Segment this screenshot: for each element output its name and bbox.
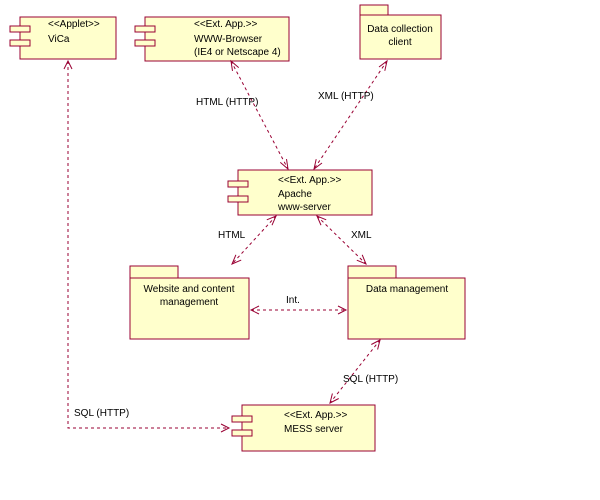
arrowhead-data-end-2	[371, 339, 381, 350]
component-apache-body	[237, 169, 373, 216]
component-mess[interactable]: <<Ext. App.>> MESS server	[231, 404, 376, 452]
connector-website-data-label: Int.	[286, 295, 300, 306]
component-vica[interactable]: <<Applet>> ViCa	[9, 16, 117, 60]
connector-data-mess-line	[329, 339, 381, 404]
arrowhead-website-side	[249, 305, 260, 315]
component-browser[interactable]: <<Ext. App.>> WWW-Browser (IE4 or Netsca…	[134, 16, 290, 62]
package-website-tab	[129, 265, 179, 279]
package-data-management-tab	[347, 265, 397, 279]
arrowhead-data-side	[337, 305, 348, 315]
component-browser-port-bottom	[134, 39, 156, 47]
component-browser-name: WWW-Browser	[194, 34, 263, 45]
connector-browser-apache-label: HTML (HTTP)	[196, 97, 258, 108]
component-mess-port-bottom	[231, 429, 253, 437]
arrowhead-vica-end	[63, 59, 73, 70]
package-data-collection[interactable]: Data collection client	[359, 4, 442, 60]
connector-data-mess: SQL (HTTP)	[329, 339, 398, 404]
connector-data-mess-label: SQL (HTTP)	[343, 374, 398, 385]
arrowhead-website-end	[231, 254, 242, 265]
component-vica-port-top	[9, 25, 31, 33]
component-browser-body	[144, 16, 290, 62]
arrowhead-apache-end-3	[266, 215, 277, 226]
component-apache-name: Apache	[278, 189, 312, 200]
component-apache-port-bottom	[227, 195, 249, 203]
connector-client-apache-label: XML (HTTP)	[318, 91, 374, 102]
connector-vica-mess-label: SQL (HTTP)	[74, 408, 129, 419]
component-mess-stereotype: <<Ext. App.>>	[284, 410, 348, 421]
package-data-management[interactable]: Data management	[347, 265, 466, 340]
package-data-collection-line1: Data collection	[367, 24, 433, 35]
component-mess-port-top	[231, 415, 253, 423]
connector-apache-data: XML	[316, 215, 372, 265]
connector-client-apache: XML (HTTP)	[313, 59, 388, 171]
arrowhead-apache-end-2	[313, 159, 323, 171]
connector-apache-website-label: HTML	[218, 230, 246, 241]
package-data-management-line1: Data management	[366, 284, 448, 295]
component-browser-detail: (IE4 or Netscape 4)	[194, 47, 281, 58]
component-vica-body	[19, 16, 117, 60]
connector-browser-apache: HTML (HTTP)	[196, 59, 289, 171]
package-website[interactable]: Website and content management	[129, 265, 250, 340]
arrowhead-apache-end-1	[279, 159, 289, 171]
package-data-collection-body	[359, 14, 442, 60]
connector-apache-website: HTML	[218, 215, 277, 265]
connector-client-apache-line	[313, 60, 388, 170]
component-mess-body	[241, 404, 376, 452]
arrowhead-mess-end-2	[220, 423, 231, 433]
arrowhead-client-end	[378, 59, 388, 71]
component-browser-port-top	[134, 25, 156, 33]
component-vica-name: ViCa	[48, 34, 70, 45]
connector-website-data: Int.	[249, 295, 348, 315]
connector-apache-website-line	[231, 215, 277, 265]
package-website-line1: Website and content	[144, 284, 235, 295]
connector-browser-apache-line	[230, 60, 289, 170]
package-data-collection-line2: client	[388, 37, 412, 48]
arrowhead-browser-end	[230, 59, 240, 71]
component-browser-stereotype: <<Ext. App.>>	[194, 19, 258, 30]
component-apache[interactable]: <<Ext. App.>> Apache www-server	[227, 169, 373, 216]
component-apache-port-top	[227, 180, 249, 188]
arrowhead-data-end	[356, 254, 367, 265]
package-website-body	[129, 277, 250, 340]
package-website-line2: management	[160, 297, 219, 308]
package-data-collection-tab	[359, 4, 389, 16]
component-apache-detail: www-server	[277, 202, 331, 213]
component-vica-stereotype: <<Applet>>	[48, 19, 100, 30]
connector-vica-mess: SQL (HTTP)	[63, 59, 231, 433]
package-data-management-body	[347, 277, 466, 340]
connector-vica-mess-line	[67, 61, 229, 429]
connector-apache-data-label: XML	[351, 230, 372, 241]
component-apache-stereotype: <<Ext. App.>>	[278, 175, 342, 186]
arrowhead-apache-end-4	[316, 215, 327, 226]
component-mess-name: MESS server	[284, 424, 344, 435]
component-vica-port-bottom	[9, 39, 31, 47]
arrowhead-mess-end	[329, 393, 339, 404]
